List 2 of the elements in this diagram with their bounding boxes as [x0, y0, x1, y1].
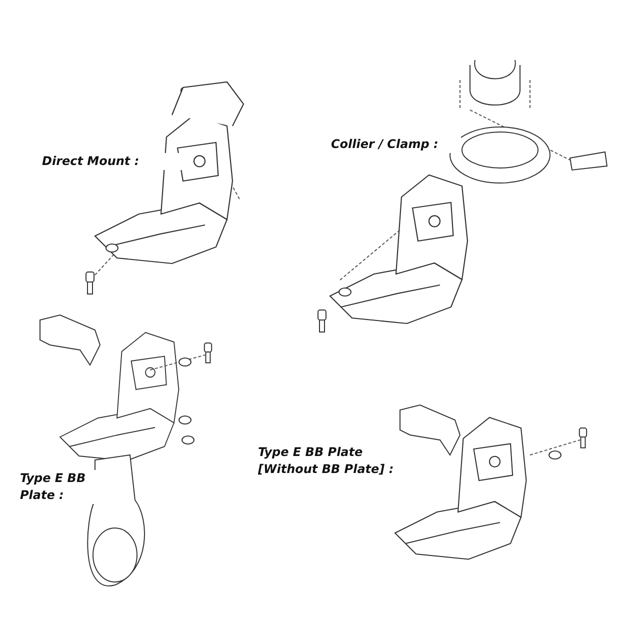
- part-caption: Collier / Clamp :: [331, 136, 461, 153]
- part-caption: Direct Mount :: [42, 153, 182, 170]
